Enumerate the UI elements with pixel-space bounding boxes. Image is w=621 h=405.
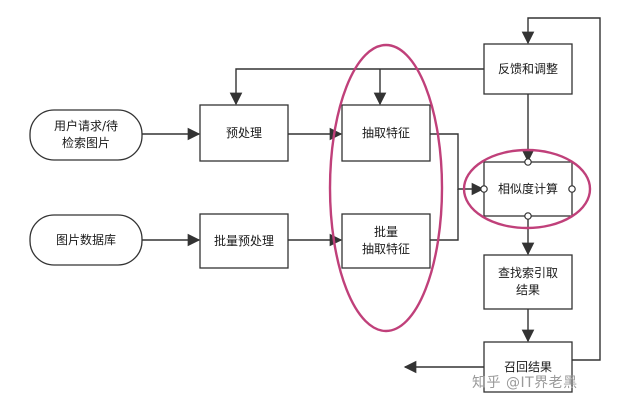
node-recall-results — [483, 341, 573, 393]
node-search-results — [483, 254, 573, 310]
highlight-similarity — [462, 148, 592, 230]
arrow-extract-to-similarity — [430, 133, 485, 196]
port-top — [524, 158, 532, 166]
node-batch-extract-features — [341, 213, 431, 269]
node-extract-features — [341, 104, 431, 162]
node-preprocess — [199, 104, 289, 162]
port-left — [480, 185, 488, 193]
arrow-recall-loop-to-feedback — [521, 17, 601, 361]
node-user-request — [29, 109, 143, 161]
arrow-feedback-to-preprocess — [229, 68, 484, 106]
node-similarity-calc — [483, 161, 573, 217]
node-batch-preprocess — [199, 213, 289, 269]
arrow-batch-extract-to-similarity — [430, 189, 459, 241]
port-bottom — [524, 212, 532, 220]
highlight-feature-extraction — [328, 43, 444, 333]
node-image-db — [29, 214, 143, 266]
port-right — [568, 185, 576, 193]
watermark: 知乎 @IT界老黑 — [472, 375, 578, 391]
node-feedback-adjust — [483, 43, 573, 95]
